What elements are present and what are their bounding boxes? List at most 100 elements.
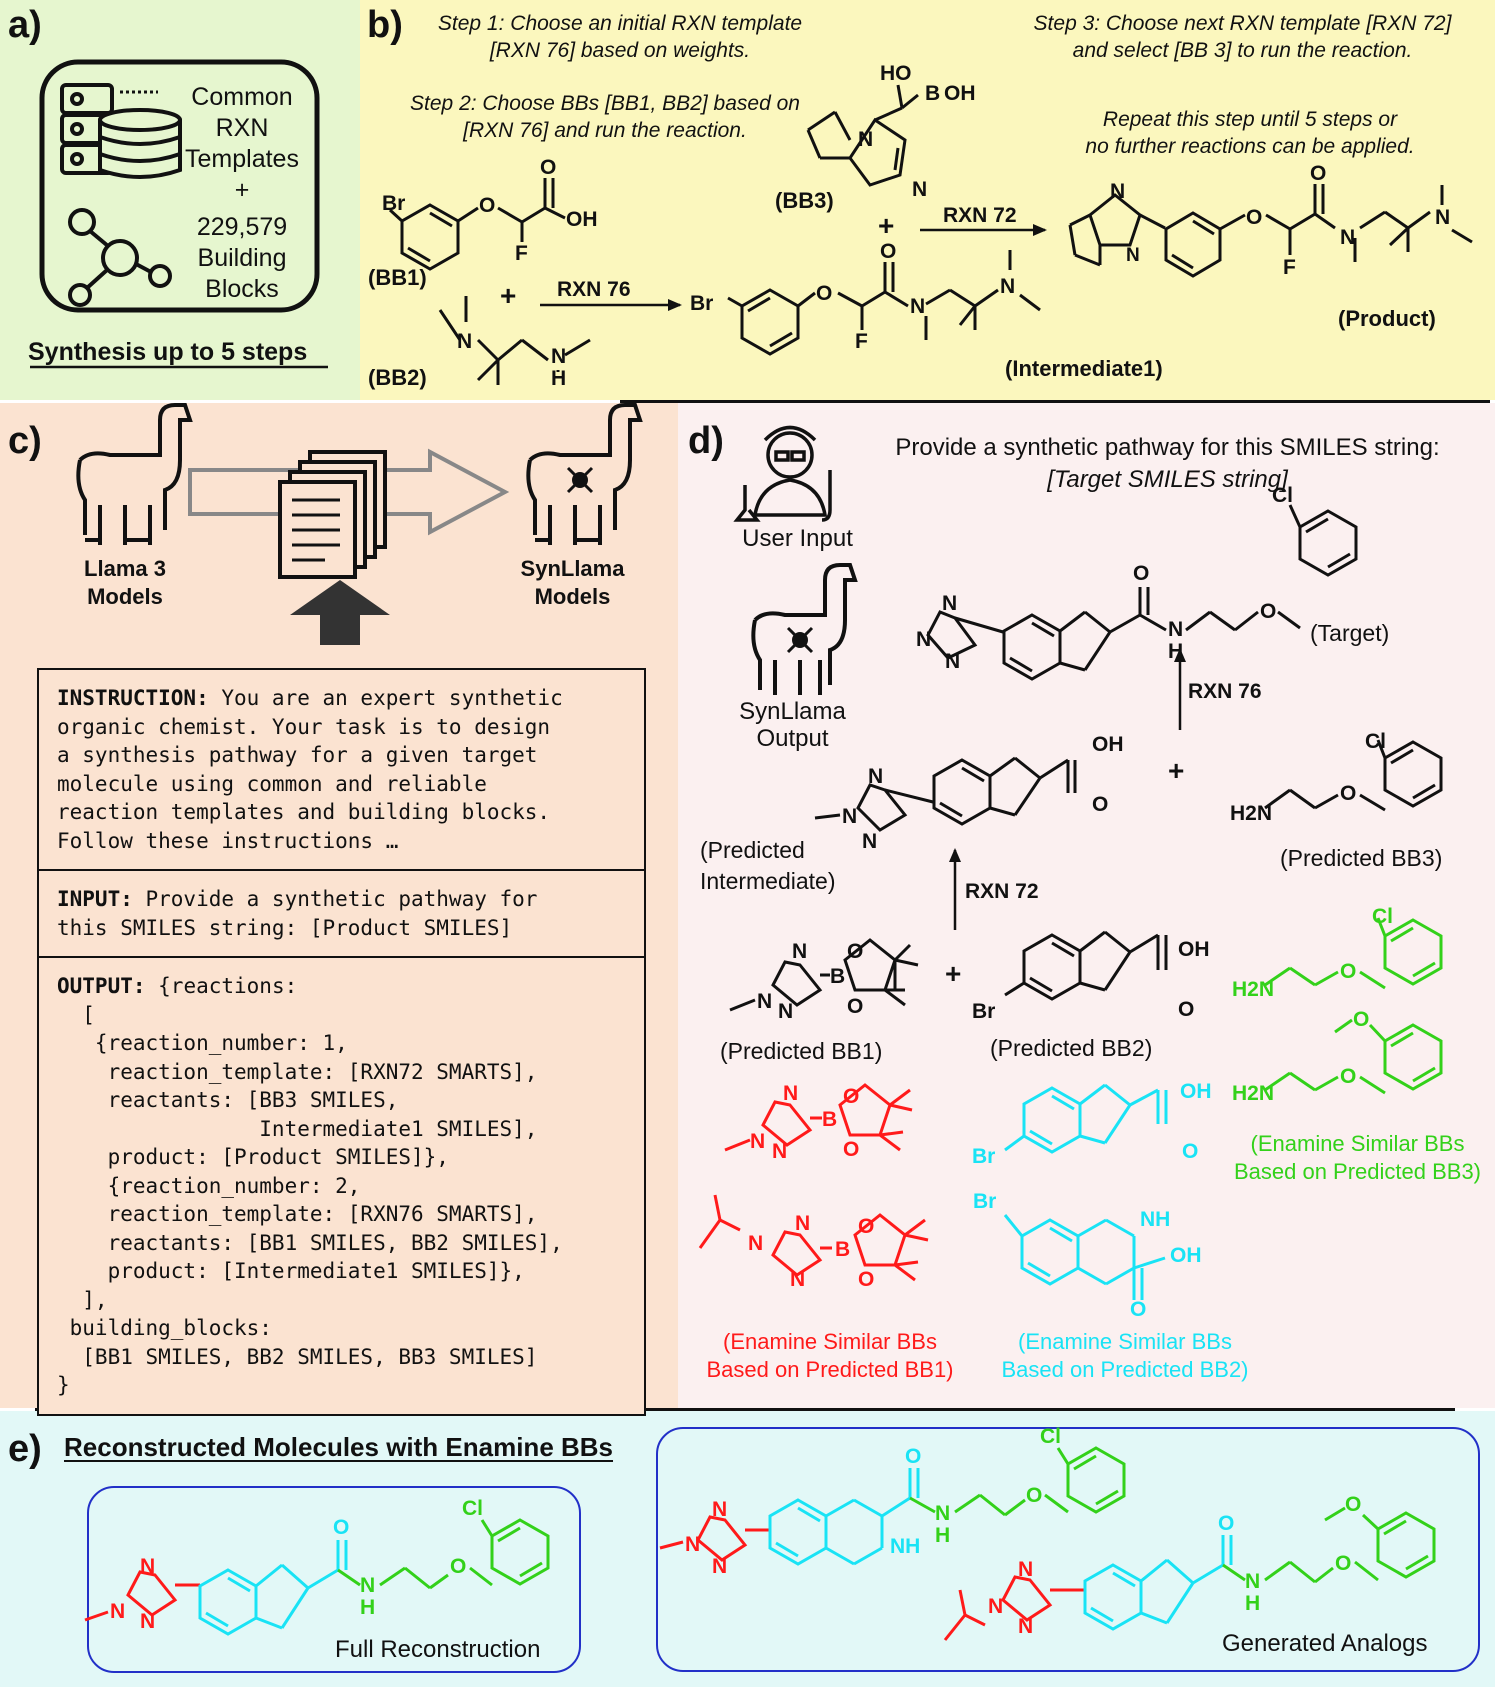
- atom-oh: OH: [1170, 1244, 1202, 1267]
- repeat-line2: no further reactions can be applied.: [1085, 135, 1415, 158]
- output-line: Intermediate1 SMILES],: [57, 1116, 538, 1141]
- predicted-bb2-label: (Predicted BB2): [990, 1035, 1153, 1061]
- plus-sign: +: [878, 210, 895, 241]
- enamine-bb2-line1: (Enamine Similar BBs: [1018, 1329, 1232, 1354]
- output-line: product: [Product SMILES]},: [57, 1145, 449, 1169]
- atom-o: O: [847, 995, 864, 1018]
- llama3-line1: Llama 3: [84, 556, 166, 581]
- atom-o: O: [847, 940, 864, 963]
- atom-o: O: [1353, 1008, 1370, 1031]
- output-line: reaction_template: [RXN72 SMARTS],: [57, 1059, 538, 1084]
- atom-h: H: [1245, 1592, 1261, 1615]
- analog1-carbonyl: [908, 1468, 920, 1498]
- repeat-text: Repeat this step until 5 steps or no fur…: [1040, 106, 1460, 160]
- intermediate1-label: (Intermediate1): [1005, 356, 1163, 381]
- output-line: reaction_template: [RXN76 SMARTS],: [57, 1202, 538, 1226]
- atom-o: O: [479, 194, 496, 217]
- atom-n: N: [935, 1502, 951, 1525]
- atom-o: O: [858, 1215, 875, 1238]
- prompt-text: Provide a synthetic pathway for this SMI…: [860, 432, 1475, 496]
- synllama-line2: Models: [534, 584, 611, 609]
- panel-b-label: b): [367, 4, 403, 46]
- atom-n: N: [942, 592, 958, 615]
- text-building: Building: [197, 244, 287, 272]
- atom-o: O: [1218, 1512, 1235, 1535]
- synthesis-footer: Synthesis up to 5 steps: [28, 338, 308, 366]
- atom-o: O: [1026, 1484, 1043, 1507]
- atom-n: N: [1018, 1615, 1034, 1638]
- panel-e-title: Reconstructed Molecules with Enamine BBs: [64, 1432, 614, 1462]
- step2-text: Step 2: Choose BBs [BB1, BB2] based on […: [370, 90, 840, 144]
- instruction-line: Follow these instructions …: [57, 828, 399, 853]
- enamine-bb2-structures: [1003, 1083, 1168, 1300]
- instruction-line: reaction templates and building blocks.: [57, 800, 551, 824]
- analog1-bb2-part: [768, 1496, 911, 1566]
- rxn76-label: RXN 76: [1188, 680, 1262, 703]
- atom-n: N: [1110, 180, 1126, 203]
- predicted-bb1-label: (Predicted BB1): [720, 1038, 883, 1064]
- generated-analogs-label: Generated Analogs: [1222, 1630, 1428, 1657]
- atom-n: N: [790, 1268, 806, 1291]
- output-section: OUTPUT: {reactions: [ {reaction_number: …: [39, 958, 644, 1414]
- atom-br: Br: [382, 192, 406, 215]
- atom-o: O: [1178, 998, 1195, 1021]
- atom-o: O: [1246, 206, 1263, 229]
- atom-n: N: [140, 1555, 156, 1578]
- text-bb-count: 229,579: [196, 213, 288, 241]
- atom-f: F: [1283, 256, 1296, 279]
- atom-o: O: [540, 156, 557, 179]
- atom-o: O: [905, 1445, 922, 1468]
- atom-n: N: [457, 330, 473, 353]
- prompt-box: INSTRUCTION: You are an expert synthetic…: [37, 668, 646, 1416]
- atom-o: O: [858, 1268, 875, 1291]
- panel-e-label: e): [8, 1428, 42, 1470]
- product-label: (Product): [1338, 306, 1436, 331]
- text-rxn: RXN: [215, 114, 269, 142]
- atom-n: N: [551, 345, 567, 368]
- atom-oh: OH: [566, 208, 598, 231]
- atom-ho: HO: [880, 62, 912, 85]
- atom-o: O: [1340, 782, 1357, 805]
- atom-n: N: [1000, 275, 1016, 298]
- output-head: OUTPUT:: [57, 974, 146, 998]
- atom-h2n: H2N: [1232, 978, 1275, 1001]
- synllama-output-line1: SynLlama: [739, 698, 846, 725]
- output-line: {reactions:: [145, 974, 298, 998]
- atom-h: H: [551, 367, 567, 390]
- atom-cl: Cl: [1040, 1425, 1061, 1448]
- predicted-bb2-structure: [1004, 930, 1168, 1001]
- atom-o: O: [1345, 1493, 1362, 1516]
- plus-sign: +: [500, 280, 517, 311]
- target-label: (Target): [1310, 620, 1390, 646]
- atom-n: N: [778, 1000, 794, 1023]
- atom-n: N: [750, 1130, 766, 1153]
- atom-o: O: [1310, 162, 1327, 185]
- atom-br: Br: [973, 1190, 997, 1213]
- full-carbonyl: [336, 1540, 348, 1570]
- synllama-line1: SynLlama: [520, 556, 625, 581]
- panel-a-text: Common RXN Templates + 229,579 Building …: [172, 82, 312, 305]
- database-icon: [60, 83, 182, 179]
- atom-nh: NH: [1140, 1208, 1171, 1231]
- synllama-icon: [526, 403, 643, 545]
- step3-line1: Step 3: Choose next RXN template [RXN 72…: [1033, 12, 1452, 35]
- atom-n: N: [912, 178, 928, 201]
- analog1-bb1-part: [659, 1515, 770, 1562]
- instruction-head: INSTRUCTION:: [57, 686, 209, 710]
- user-input-label: User Input: [742, 525, 853, 552]
- prompt-line1: Provide a synthetic pathway for this SMI…: [895, 434, 1440, 461]
- full-bb1-part: [84, 1570, 200, 1622]
- bb2-label: (BB2): [368, 365, 427, 390]
- full-bb3-part: [337, 1518, 550, 1590]
- panel-c-label: c): [8, 420, 42, 462]
- step1-text: Step 1: Choose an initial RXN template […: [400, 10, 840, 64]
- bb2-structure: [438, 296, 591, 385]
- atom-n: N: [757, 990, 773, 1013]
- scientist-icon: [733, 425, 832, 522]
- instruction-line: molecule using common and reliable: [57, 771, 487, 796]
- rxn72-label: RXN 72: [943, 204, 1017, 227]
- full-bb2-part: [198, 1563, 339, 1636]
- enamine-bb3-line2: Based on Predicted BB3): [1233, 1159, 1482, 1184]
